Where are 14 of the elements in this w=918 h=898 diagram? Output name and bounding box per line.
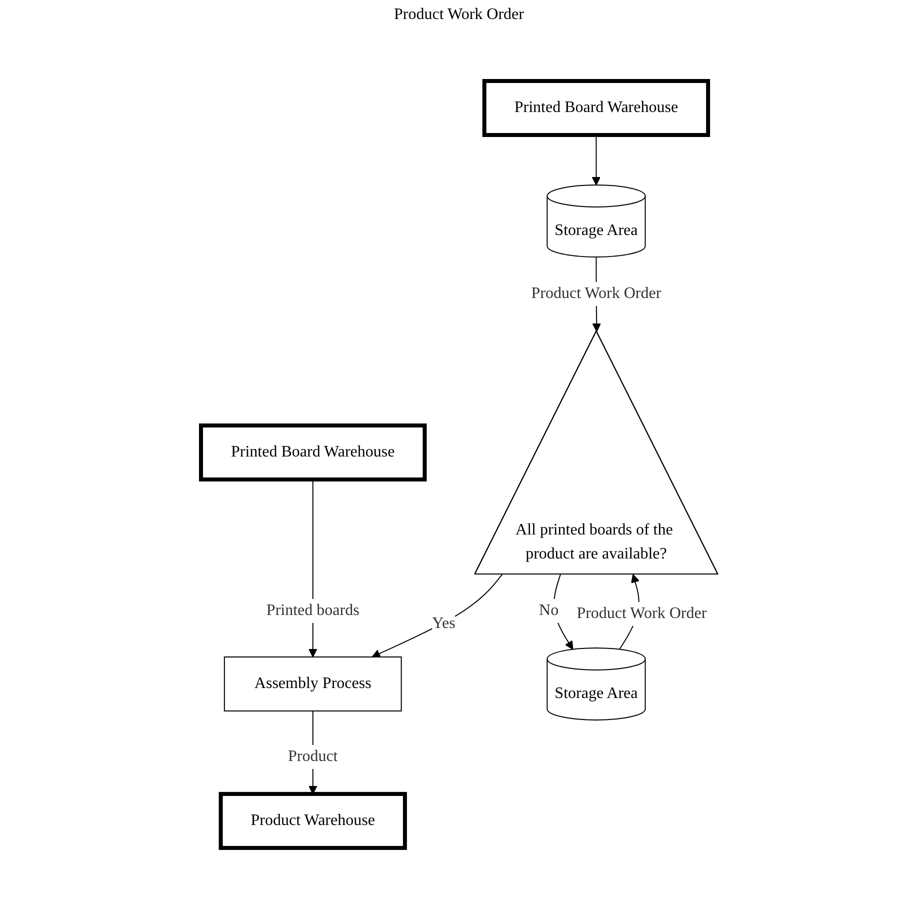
edge-label: Printed boards [266, 602, 359, 618]
edge-label: No [538, 602, 558, 618]
edge-label: Product [288, 747, 338, 764]
node-box: Printed Board Warehouse [198, 423, 426, 481]
edge-label: Product Work Order [576, 604, 706, 622]
edge-label: Yes [432, 614, 456, 632]
node-box: Printed Board Warehouse [482, 78, 710, 137]
arrow [591, 134, 600, 185]
node-box: Product Warehouse [218, 791, 407, 850]
arrow [371, 574, 502, 658]
node-box: Assembly Process [224, 656, 402, 711]
note-text: Product Work Order [394, 6, 524, 23]
arrow [553, 574, 573, 650]
edge-label: Product Work Order [530, 284, 661, 302]
